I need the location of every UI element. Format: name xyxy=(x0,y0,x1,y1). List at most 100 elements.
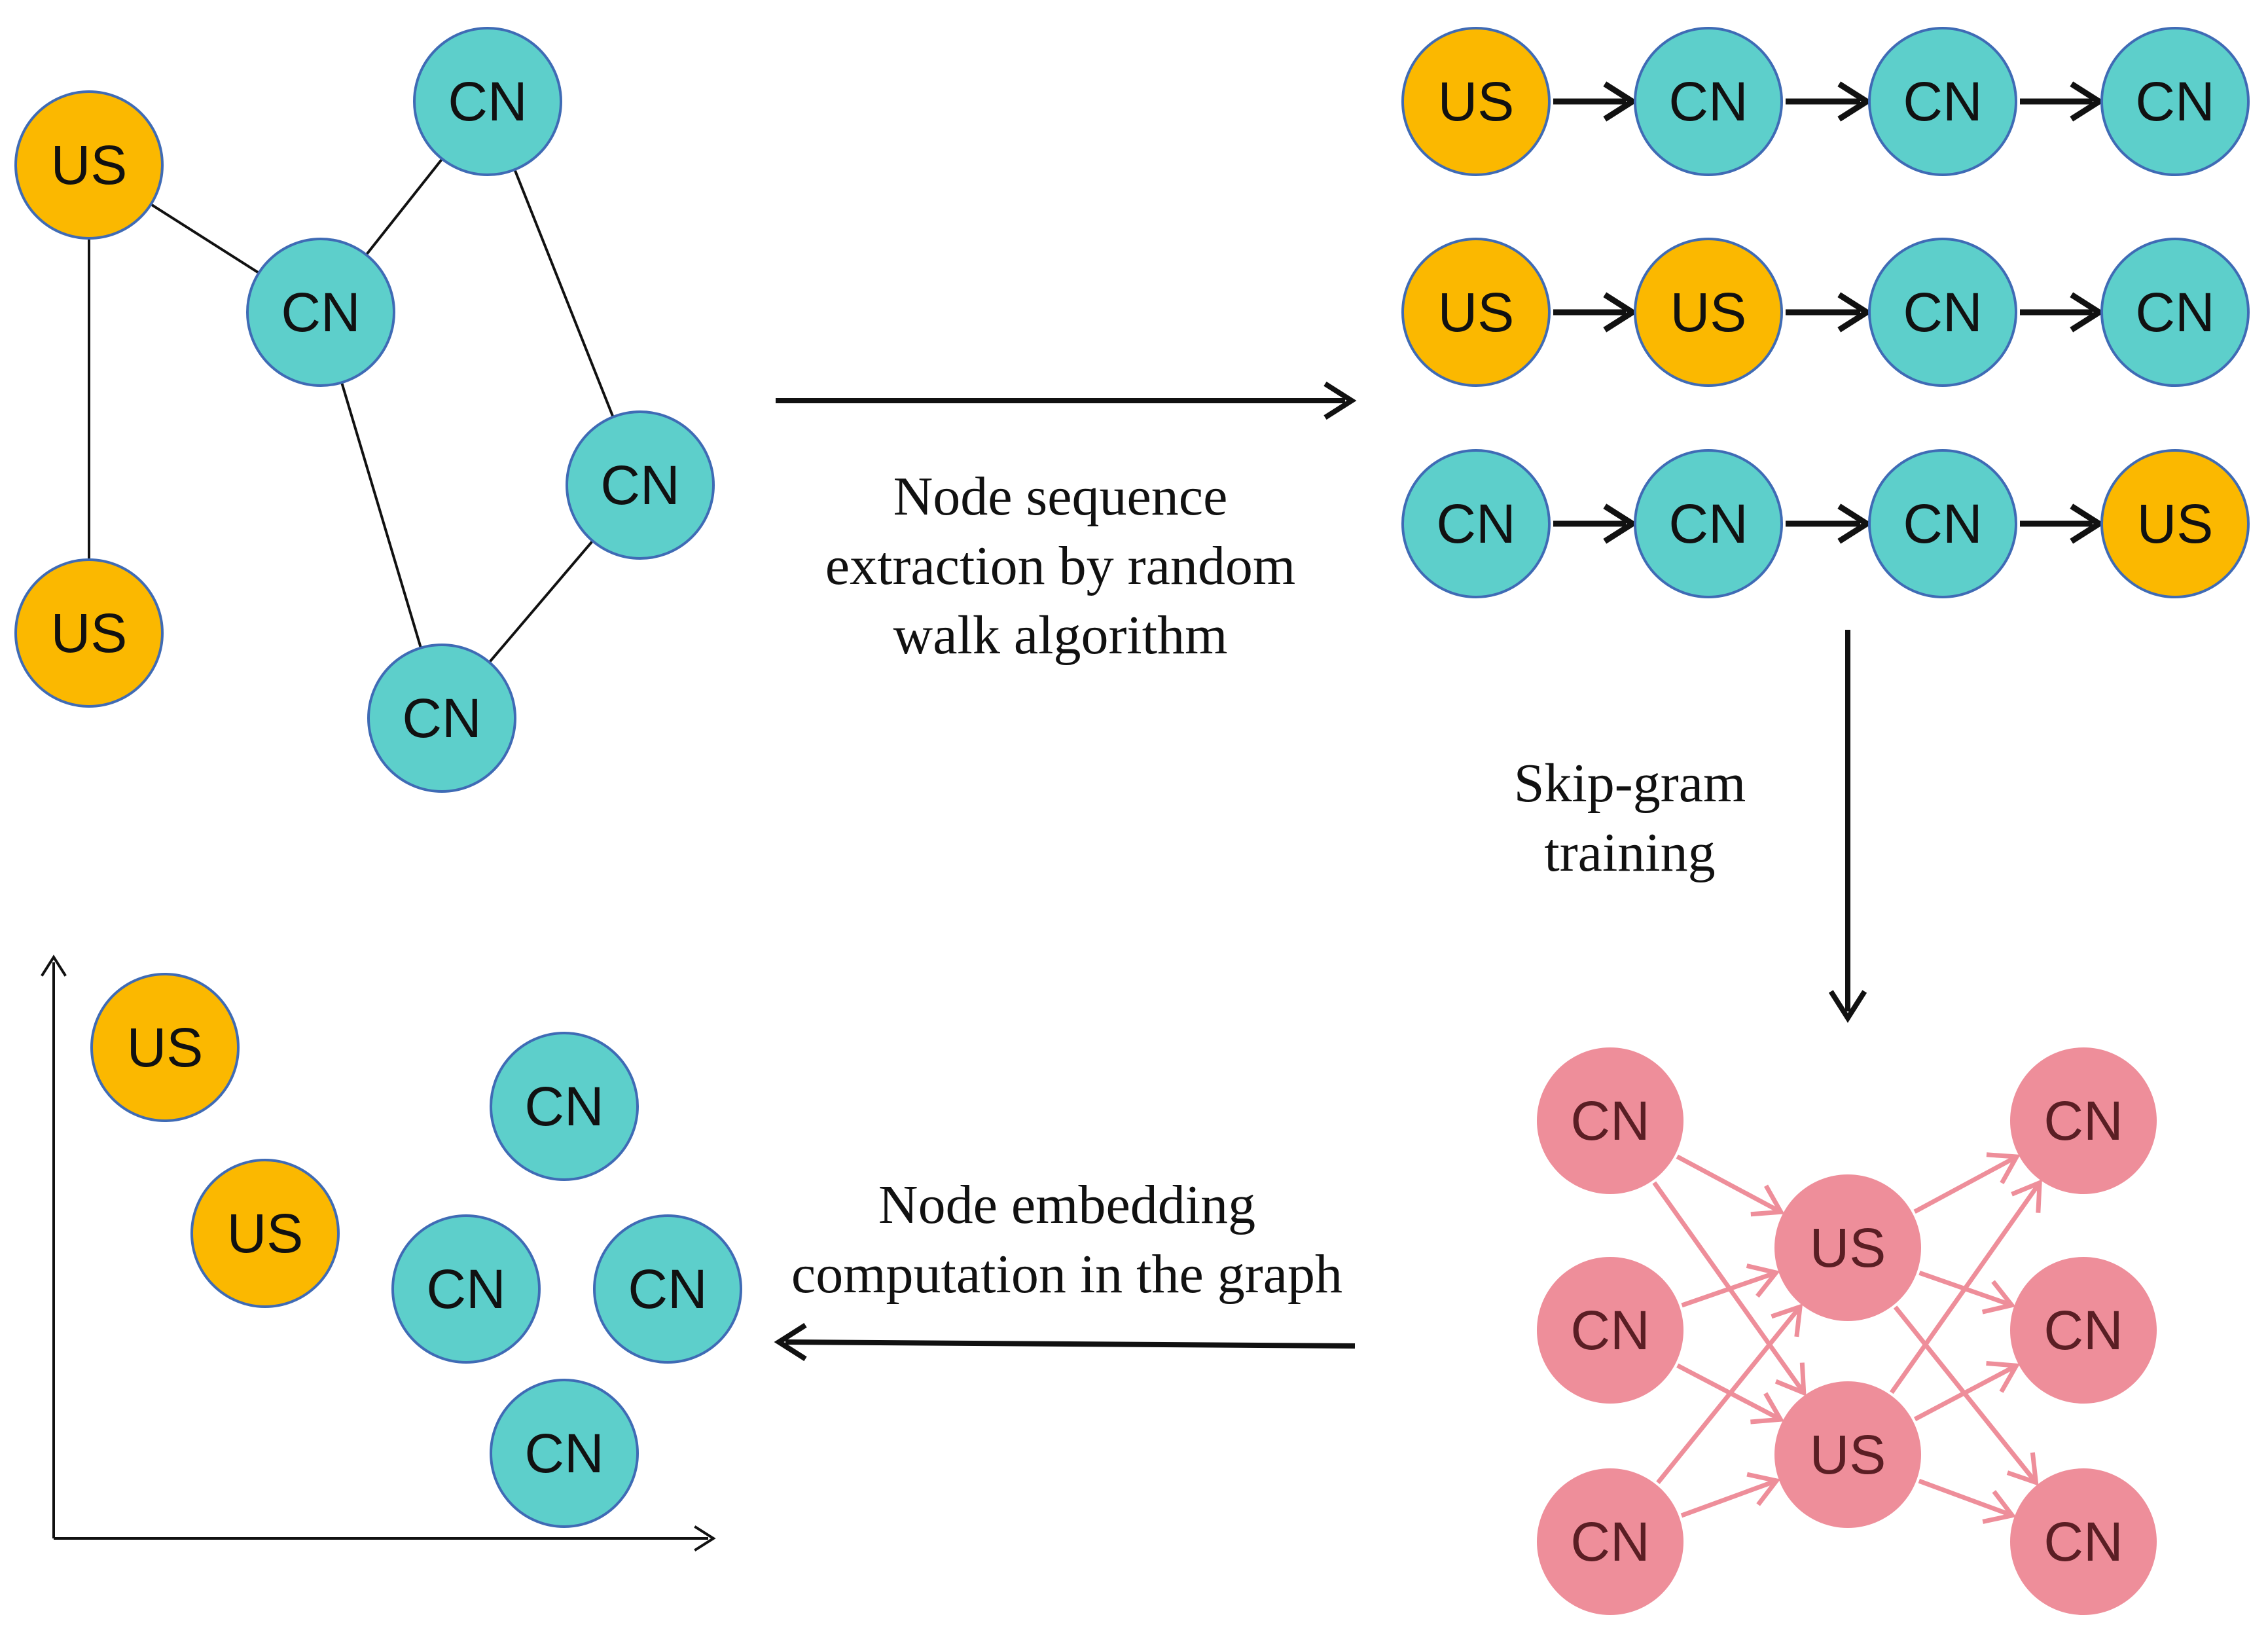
sequence-node-3-3: CN xyxy=(1868,449,2017,598)
sequence-node-3-3-circle xyxy=(1868,449,2017,598)
skip-gram-edge-head-6 xyxy=(1746,1472,1781,1506)
embedding-node-cn-3: CN xyxy=(490,1032,639,1181)
graph-node-cn-6-circle xyxy=(367,644,516,793)
embedding-caption-line-2: computation in the graph xyxy=(791,1244,1342,1305)
sequence-arrowhead-1-3 xyxy=(2070,81,2105,122)
skip-gram-edge-5 xyxy=(1656,1305,1802,1484)
skip-gram-edge-head-5 xyxy=(1771,1303,1803,1337)
sequence-arrowhead-3-1 xyxy=(1603,503,1638,544)
embedding-node-cn-3-circle xyxy=(490,1032,639,1181)
embedding-node-cn-4: CN xyxy=(391,1214,541,1364)
skip-gram-output-node-1: CN xyxy=(2010,1047,2157,1194)
embedding-node-cn-5-circle xyxy=(593,1214,742,1364)
skip-gram-edge-head-11 xyxy=(1986,1360,2021,1393)
skip-gram-output-node-2-circle xyxy=(2010,1257,2157,1404)
skip-gram-hidden-node-1-label: US xyxy=(1810,1217,1886,1279)
sequence-node-3-1-label: CN xyxy=(1436,493,1515,554)
x-axis-arrowhead xyxy=(694,1525,716,1552)
graph-node-us-4: US xyxy=(14,558,164,708)
sequence-node-1-1-circle xyxy=(1401,27,1551,176)
embedding-node-cn-6-label: CN xyxy=(524,1423,603,1484)
embedding-node-us-1-label: US xyxy=(127,1017,204,1078)
skip-gram-edge-head-7 xyxy=(1986,1152,2021,1184)
skip-gram-edge-head-10 xyxy=(2011,1179,2042,1213)
sequence-node-2-1: US xyxy=(1401,238,1551,387)
sequence-node-2-3-label: CN xyxy=(1903,281,1982,343)
skip-gram-input-node-3: CN xyxy=(1537,1468,1683,1615)
process-arrows xyxy=(774,381,1867,1362)
sequence-node-3-4-circle xyxy=(2100,449,2250,598)
graph-node-cn-6: CN xyxy=(367,644,516,793)
sequence-node-2-2: US xyxy=(1634,238,1783,387)
embedding-node-cn-6: CN xyxy=(490,1379,639,1528)
skip-gram-edge-10 xyxy=(1890,1181,2042,1394)
graph-node-us-4-circle xyxy=(14,558,164,708)
graph-edge-6 xyxy=(488,539,594,664)
graph-node-us-1: US xyxy=(14,90,164,240)
embedding-node-cn-5: CN xyxy=(593,1214,742,1364)
skip-gram-output-node-1-circle xyxy=(2010,1047,2157,1194)
skip-gram-input-node-1-label: CN xyxy=(1570,1090,1649,1152)
random-walk-caption-line-2: extraction by random xyxy=(825,536,1295,596)
embedding-arrowhead xyxy=(774,1322,807,1362)
y-axis-arrowhead xyxy=(41,954,67,977)
graph-node-us-4-label: US xyxy=(51,602,128,664)
graph-node-cn-5-circle xyxy=(566,410,715,560)
skip-gram-caption-line-1: Skip-gram xyxy=(1514,753,1746,814)
skip-gram-input-node-1: CN xyxy=(1537,1047,1683,1194)
random-walk-arrowhead xyxy=(1323,381,1357,420)
sequence-arrowhead-1-2 xyxy=(1837,81,1873,122)
sequence-node-1-3-circle xyxy=(1868,27,2017,176)
skip-gram-arrowhead xyxy=(1828,990,1867,1023)
sequence-node-1-2: CN xyxy=(1634,27,1783,176)
skip-gram-edge-11 xyxy=(1913,1364,2018,1421)
input-graph-edges xyxy=(88,158,615,664)
sequence-node-1-1: US xyxy=(1401,27,1551,176)
graph-edge-1 xyxy=(150,203,260,274)
sequence-arrowhead-3-2 xyxy=(1837,503,1873,544)
sequence-node-3-4: US xyxy=(2100,449,2250,598)
sequence-node-3-1-circle xyxy=(1401,449,1551,598)
sequence-arrowhead-2-3 xyxy=(2070,292,2105,333)
graph-node-cn-2-label: CN xyxy=(448,71,527,132)
embedding-node-cn-5-label: CN xyxy=(628,1258,707,1320)
embedding-node-cn-6-circle xyxy=(490,1379,639,1528)
graph-node-us-1-circle xyxy=(14,90,164,240)
sequence-node-2-4: CN xyxy=(2100,238,2250,387)
graph-node-cn-6-label: CN xyxy=(402,687,481,749)
embedding-axes xyxy=(41,954,716,1552)
skip-gram-hidden-node-2-label: US xyxy=(1810,1424,1886,1485)
sequence-node-1-4: CN xyxy=(2100,27,2250,176)
skip-gram-input-node-1-circle xyxy=(1537,1047,1683,1194)
skip-gram-edge-head-12 xyxy=(1982,1490,2017,1524)
embedding-node-us-2: US xyxy=(190,1159,340,1308)
sequence-node-2-4-circle xyxy=(2100,238,2250,387)
sequence-row-2: US US CN CN xyxy=(1401,238,2250,387)
skip-gram-output-node-3-circle xyxy=(2010,1468,2157,1615)
embedding-node-cn-4-label: CN xyxy=(426,1258,505,1320)
embedding-caption-line-1: Node embedding xyxy=(878,1174,1255,1235)
skip-gram-edge-head-4 xyxy=(1750,1392,1785,1425)
sequence-node-2-2-label: US xyxy=(1670,281,1747,343)
embedding-node-us-2-circle xyxy=(190,1159,340,1308)
skip-gram-input-node-2: CN xyxy=(1537,1257,1683,1404)
sequence-node-2-1-circle xyxy=(1401,238,1551,387)
skip-gram-input-node-3-label: CN xyxy=(1570,1511,1649,1572)
embedding-node-us-1: US xyxy=(90,973,240,1122)
sequence-node-2-3-circle xyxy=(1868,238,2017,387)
skip-gram-input-node-3-circle xyxy=(1537,1468,1683,1615)
skip-gram-output-node-1-label: CN xyxy=(2043,1090,2123,1152)
skip-gram-input-node-2-label: CN xyxy=(1570,1299,1649,1361)
skip-gram-output-node-3-label: CN xyxy=(2043,1511,2123,1572)
skip-gram-output-node-3: CN xyxy=(2010,1468,2157,1615)
graph-edge-4 xyxy=(513,169,615,418)
sequence-node-2-1-label: US xyxy=(1438,281,1515,343)
skip-gram-edge-3 xyxy=(1681,1270,1777,1308)
sequence-arrowhead-3-3 xyxy=(2070,503,2105,544)
skip-gram-edge-1 xyxy=(1676,1154,1782,1214)
embedding-node-cn-3-label: CN xyxy=(524,1076,603,1137)
